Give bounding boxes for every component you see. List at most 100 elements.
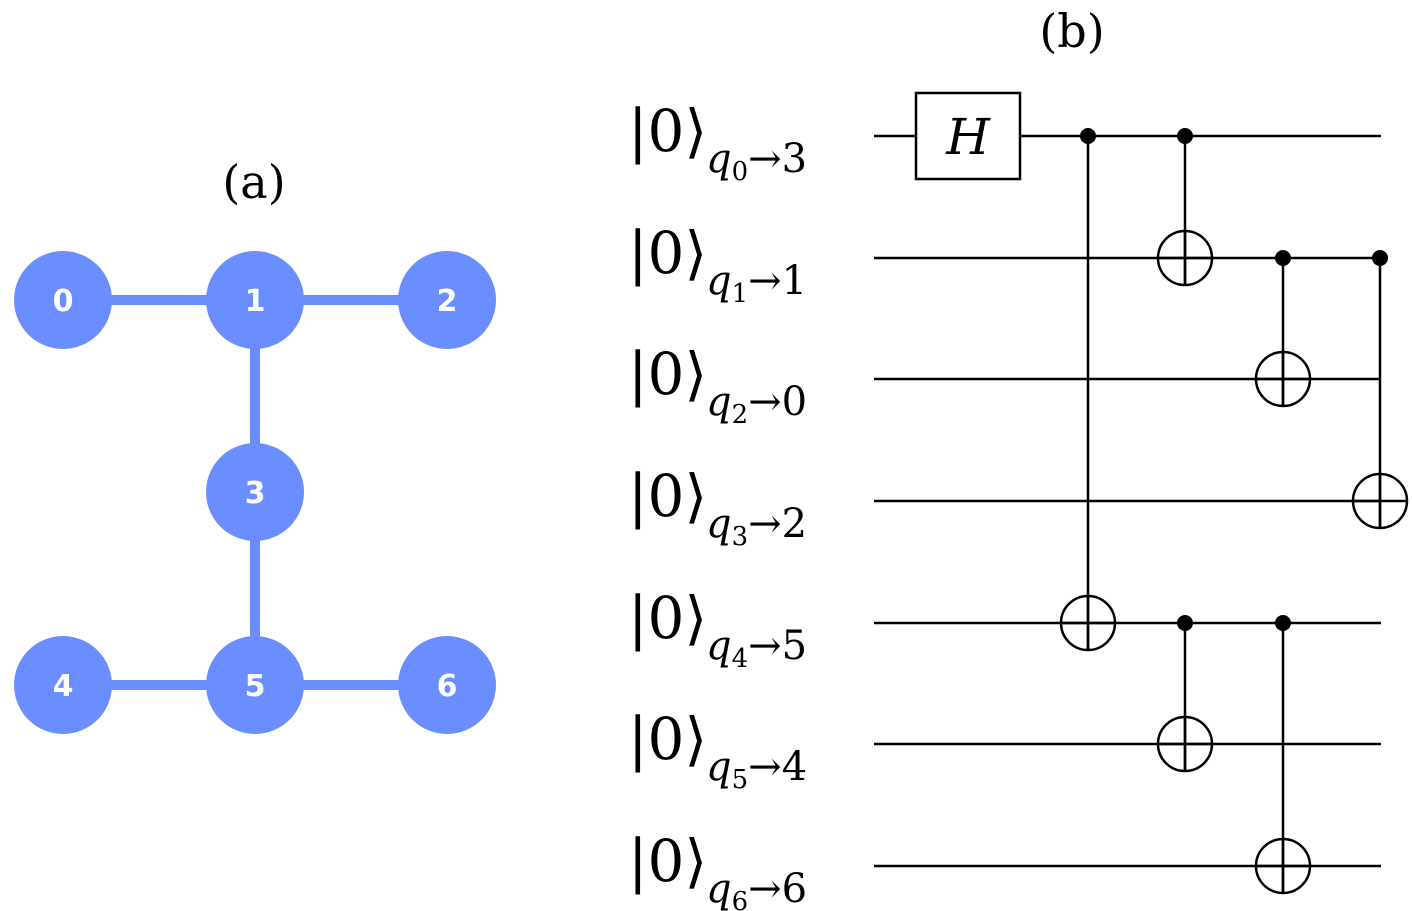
- qubit-symbol: q: [706, 136, 732, 182]
- node-label: 5: [245, 669, 266, 704]
- control-dot: [1275, 250, 1291, 266]
- qubit-index: 6: [732, 887, 749, 911]
- qubit-labels: |0⟩q0→3|0⟩q1→1|0⟩q2→0|0⟩q3→2|0⟩q4→5|0⟩q5…: [628, 97, 807, 911]
- physical-target: 0: [782, 379, 807, 425]
- mapping-arrow: →: [748, 501, 782, 547]
- node-6: 6: [398, 636, 496, 734]
- qubit-mapping: q3→2: [706, 501, 807, 552]
- qubit-mapping: q5→4: [706, 744, 807, 795]
- node-circle: [206, 443, 304, 541]
- qubit-index: 0: [732, 157, 749, 187]
- qubit-symbol: q: [706, 744, 732, 790]
- qubit-index: 2: [732, 400, 749, 430]
- mapping-arrow: →: [748, 623, 782, 669]
- node-5: 5: [206, 636, 304, 734]
- node-4: 4: [14, 636, 112, 734]
- ket-zero: |0⟩: [628, 340, 707, 408]
- cnot-gate-4-5: [1156, 615, 1214, 773]
- qubit-wires: [874, 134, 1381, 868]
- ket-zero: |0⟩: [628, 827, 707, 895]
- physical-target: 4: [782, 744, 807, 790]
- panel-a: (a) 0 1 2 3 4 5 6: [14, 155, 496, 734]
- node-label: 6: [437, 669, 458, 704]
- qubit-index: 5: [732, 765, 749, 795]
- mapping-arrow: →: [748, 258, 782, 304]
- qubit-mapping: q6→6: [706, 866, 807, 911]
- cnot-gate-1-2: [1254, 250, 1312, 408]
- qubit-label-q6: |0⟩q6→6: [628, 827, 807, 911]
- cnot-gate-0-4: [1059, 128, 1117, 652]
- node-2: 2: [398, 251, 496, 349]
- qubit-label-q4: |0⟩q4→5: [628, 584, 807, 674]
- mapping-arrow: →: [748, 379, 782, 425]
- control-dot: [1080, 128, 1096, 144]
- ket-zero: |0⟩: [628, 97, 707, 165]
- physical-target: 1: [782, 258, 807, 304]
- control-dot: [1275, 615, 1291, 631]
- node-circle: [14, 636, 112, 734]
- target-oplus: [1156, 229, 1214, 287]
- node-circle: [398, 636, 496, 734]
- qubit-mapping: q2→0: [706, 379, 807, 430]
- node-circle: [206, 251, 304, 349]
- qubit-mapping: q1→1: [706, 258, 807, 309]
- qubit-index: 1: [732, 279, 749, 309]
- cnot-gate-1-3: [1351, 250, 1409, 530]
- mapping-arrow: →: [748, 136, 782, 182]
- target-oplus: [1254, 837, 1312, 895]
- qubit-label-q3: |0⟩q3→2: [628, 462, 807, 552]
- panel-b-label: (b): [1039, 4, 1104, 58]
- node-label: 0: [53, 284, 74, 319]
- node-label: 2: [437, 284, 458, 319]
- hadamard-gate: H: [914, 91, 1022, 181]
- qubit-symbol: q: [706, 501, 732, 547]
- node-label: 4: [53, 669, 74, 704]
- physical-target: 5: [782, 623, 807, 669]
- physical-target: 6: [782, 866, 807, 911]
- coupling-nodes: 0 1 2 3 4 5 6: [14, 251, 496, 734]
- qubit-symbol: q: [706, 258, 732, 304]
- qubit-index: 4: [732, 644, 749, 674]
- physical-target: 3: [782, 136, 807, 182]
- node-0: 0: [14, 251, 112, 349]
- qubit-mapping: q4→5: [706, 623, 807, 674]
- qubit-symbol: q: [706, 623, 732, 669]
- qubit-label-q2: |0⟩q2→0: [628, 340, 807, 430]
- ket-zero: |0⟩: [628, 462, 707, 530]
- physical-target: 2: [782, 501, 807, 547]
- qubit-label-q0: |0⟩q0→3: [628, 97, 807, 187]
- qubit-index: 3: [732, 522, 749, 552]
- control-dot: [1177, 615, 1193, 631]
- node-label: 1: [245, 284, 266, 319]
- gate-label: H: [945, 108, 991, 166]
- qubit-label-q1: |0⟩q1→1: [628, 219, 807, 309]
- target-oplus: [1351, 472, 1409, 530]
- node-circle: [14, 251, 112, 349]
- node-circle: [206, 636, 304, 734]
- target-oplus: [1254, 350, 1312, 408]
- mapping-arrow: →: [748, 744, 782, 790]
- control-dot: [1372, 250, 1388, 266]
- target-oplus: [1059, 594, 1117, 652]
- qubit-symbol: q: [706, 379, 732, 425]
- cnot-gate-0-1: [1156, 128, 1214, 287]
- node-3: 3: [206, 443, 304, 541]
- ket-zero: |0⟩: [628, 584, 707, 652]
- target-oplus: [1156, 715, 1214, 773]
- ket-zero: |0⟩: [628, 219, 707, 287]
- qubit-mapping: q0→3: [706, 136, 807, 187]
- panel-b: (b) |0⟩q0→3|0⟩q1→1|0⟩q2→0|0⟩q3→2|0⟩q4→5|…: [628, 4, 1409, 911]
- node-label: 3: [245, 476, 266, 511]
- circuit-gates: H: [914, 91, 1409, 895]
- qubit-symbol: q: [706, 866, 732, 911]
- cnot-gate-4-6: [1254, 615, 1312, 895]
- node-circle: [398, 251, 496, 349]
- mapping-arrow: →: [748, 866, 782, 911]
- qubit-label-q5: |0⟩q5→4: [628, 705, 807, 795]
- gate-box: [914, 91, 1022, 181]
- control-dot: [1177, 128, 1193, 144]
- ket-zero: |0⟩: [628, 705, 707, 773]
- node-1: 1: [206, 251, 304, 349]
- panel-a-label: (a): [222, 155, 285, 209]
